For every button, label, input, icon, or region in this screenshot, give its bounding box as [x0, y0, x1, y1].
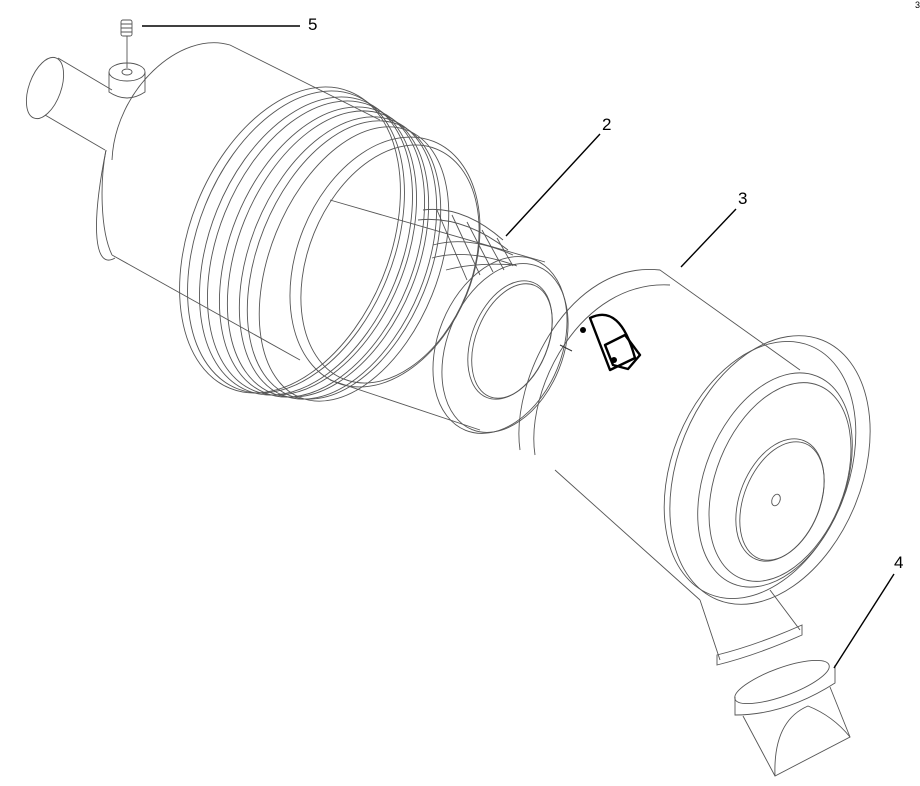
plug-part-5 [120, 19, 133, 68]
callout-label-4: 4 [894, 553, 904, 572]
callout-label-2: 2 [602, 115, 612, 134]
cover-part-3 [518, 269, 871, 666]
filter-mesh [417, 208, 518, 281]
filter-element-part-2 [329, 199, 569, 434]
corner-mark: 3 [915, 0, 920, 10]
leader-line-3 [680, 208, 737, 268]
vacuator-valve-part-4 [734, 659, 851, 777]
leader-line-2 [505, 133, 601, 237]
callout-label-5: 5 [308, 15, 318, 34]
callout-label-3: 3 [738, 189, 748, 208]
bellows-ribs [179, 86, 450, 402]
leader-line-4 [833, 573, 895, 669]
cover-clamp [559, 313, 642, 372]
housing-body [25, 42, 481, 402]
